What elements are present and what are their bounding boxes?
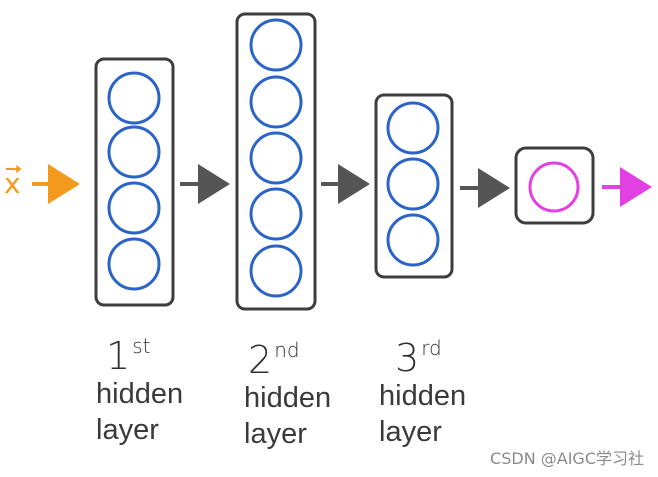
neuron	[249, 18, 303, 72]
hidden-layer-3	[374, 93, 454, 279]
layer-3-line1: hidden	[379, 380, 467, 412]
input-x-symbol: x	[4, 167, 21, 200]
hidden-layer-2	[235, 12, 317, 311]
vector-arrow-icon	[6, 165, 22, 173]
neuron	[249, 131, 303, 185]
layer-1-box	[94, 57, 175, 307]
neuron	[107, 71, 161, 125]
output-layer	[514, 146, 595, 225]
neuron	[107, 237, 161, 291]
layer-2-box	[235, 12, 317, 311]
neuron	[249, 244, 303, 298]
neuron	[386, 213, 440, 267]
neuron	[249, 75, 303, 129]
output-neuron	[528, 161, 580, 213]
watermark: CSDN @AIGC学习社	[490, 449, 644, 468]
layer-1-line1: hidden	[96, 378, 184, 410]
layer-2-line2: layer	[244, 418, 307, 450]
layer-3-box	[374, 93, 454, 279]
layer-3-line2: layer	[379, 416, 442, 448]
neuron	[386, 157, 440, 211]
input-x: x	[4, 165, 22, 200]
neuron	[249, 187, 303, 241]
hidden-layer-1	[94, 57, 175, 307]
neuron	[107, 181, 161, 235]
output-box	[514, 146, 595, 225]
layer-1-line2: layer	[96, 414, 159, 446]
neuron	[386, 101, 440, 155]
layer-2-line1: hidden	[244, 382, 332, 414]
neuron	[107, 125, 161, 179]
